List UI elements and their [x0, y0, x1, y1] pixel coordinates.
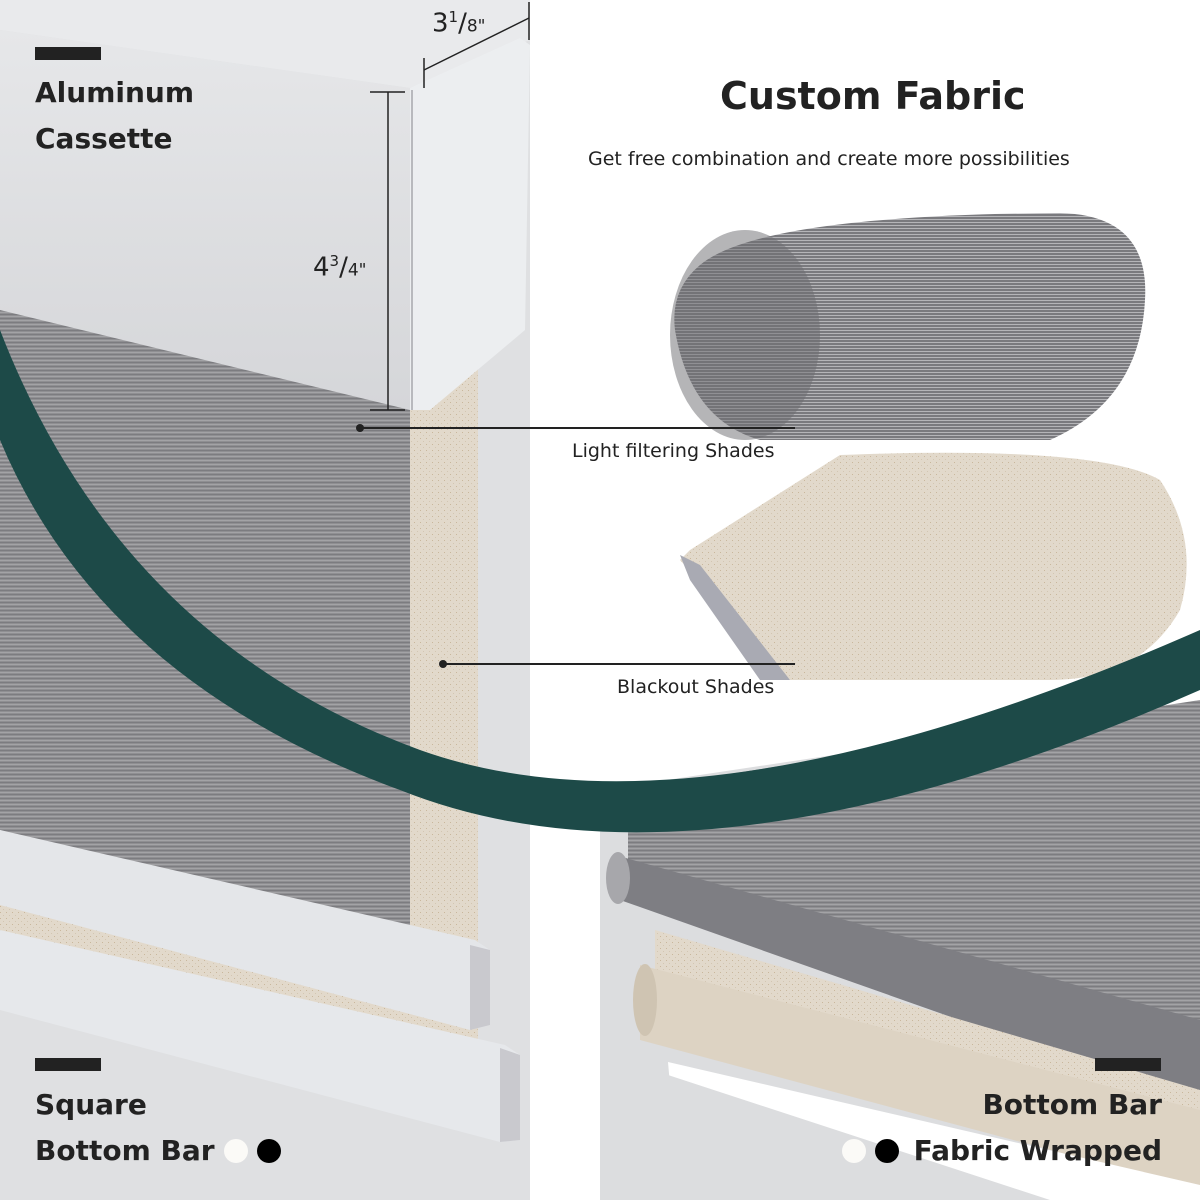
blackout-label: Blackout Shades [617, 676, 775, 698]
callout-lines [356, 424, 795, 668]
cassette-heading-line2: Cassette [35, 122, 173, 155]
page-title: Custom Fabric [720, 74, 1026, 118]
cassette-endcap [410, 38, 530, 410]
heading-accent-bar [35, 1058, 101, 1071]
dim-numerator: 3 [329, 252, 340, 270]
color-swatch-white[interactable] [842, 1139, 866, 1163]
cassette-front [0, 30, 410, 410]
dim-whole: 4 [313, 252, 330, 283]
square-bar-upper [0, 830, 490, 1030]
square-bar-heading-line2: Bottom Bar [35, 1134, 215, 1167]
color-swatch-black[interactable] [257, 1139, 281, 1163]
accent-arc [0, 330, 1200, 833]
dim-numerator: 1 [448, 8, 459, 26]
dimension-lines [370, 2, 530, 411]
heading-accent-bar [1095, 1058, 1161, 1071]
linen-shade-strip [410, 360, 478, 1030]
page-subtitle: Get free combination and create more pos… [588, 148, 1070, 170]
dim-denominator: 4" [347, 260, 367, 281]
light-filtering-label: Light filtering Shades [572, 440, 775, 462]
fabric-wrapped-bar-grey [615, 855, 1200, 1105]
fabric-bar-heading-line1: Bottom Bar [982, 1088, 1162, 1121]
cassette-heading-line1: Aluminum [35, 76, 195, 109]
dim-denominator: 8" [466, 16, 486, 37]
fabric-wrapped-bar-linen [640, 965, 1200, 1190]
grey-shade-left [0, 300, 410, 940]
cassette-top [0, 0, 530, 88]
square-bar-lower [0, 930, 520, 1142]
cassette-height-dimension: 43/4" [313, 252, 367, 283]
dim-whole: 3 [432, 8, 449, 39]
cassette-width-dimension: 31/8" [432, 8, 486, 39]
heading-accent-bar [35, 47, 101, 60]
color-swatch-black[interactable] [875, 1139, 899, 1163]
blackout-swatch [680, 452, 1187, 680]
fabric-bar-heading-line2: Fabric Wrapped [913, 1134, 1162, 1167]
square-bar-heading-line1: Square [35, 1088, 147, 1121]
color-swatch-white[interactable] [224, 1139, 248, 1163]
